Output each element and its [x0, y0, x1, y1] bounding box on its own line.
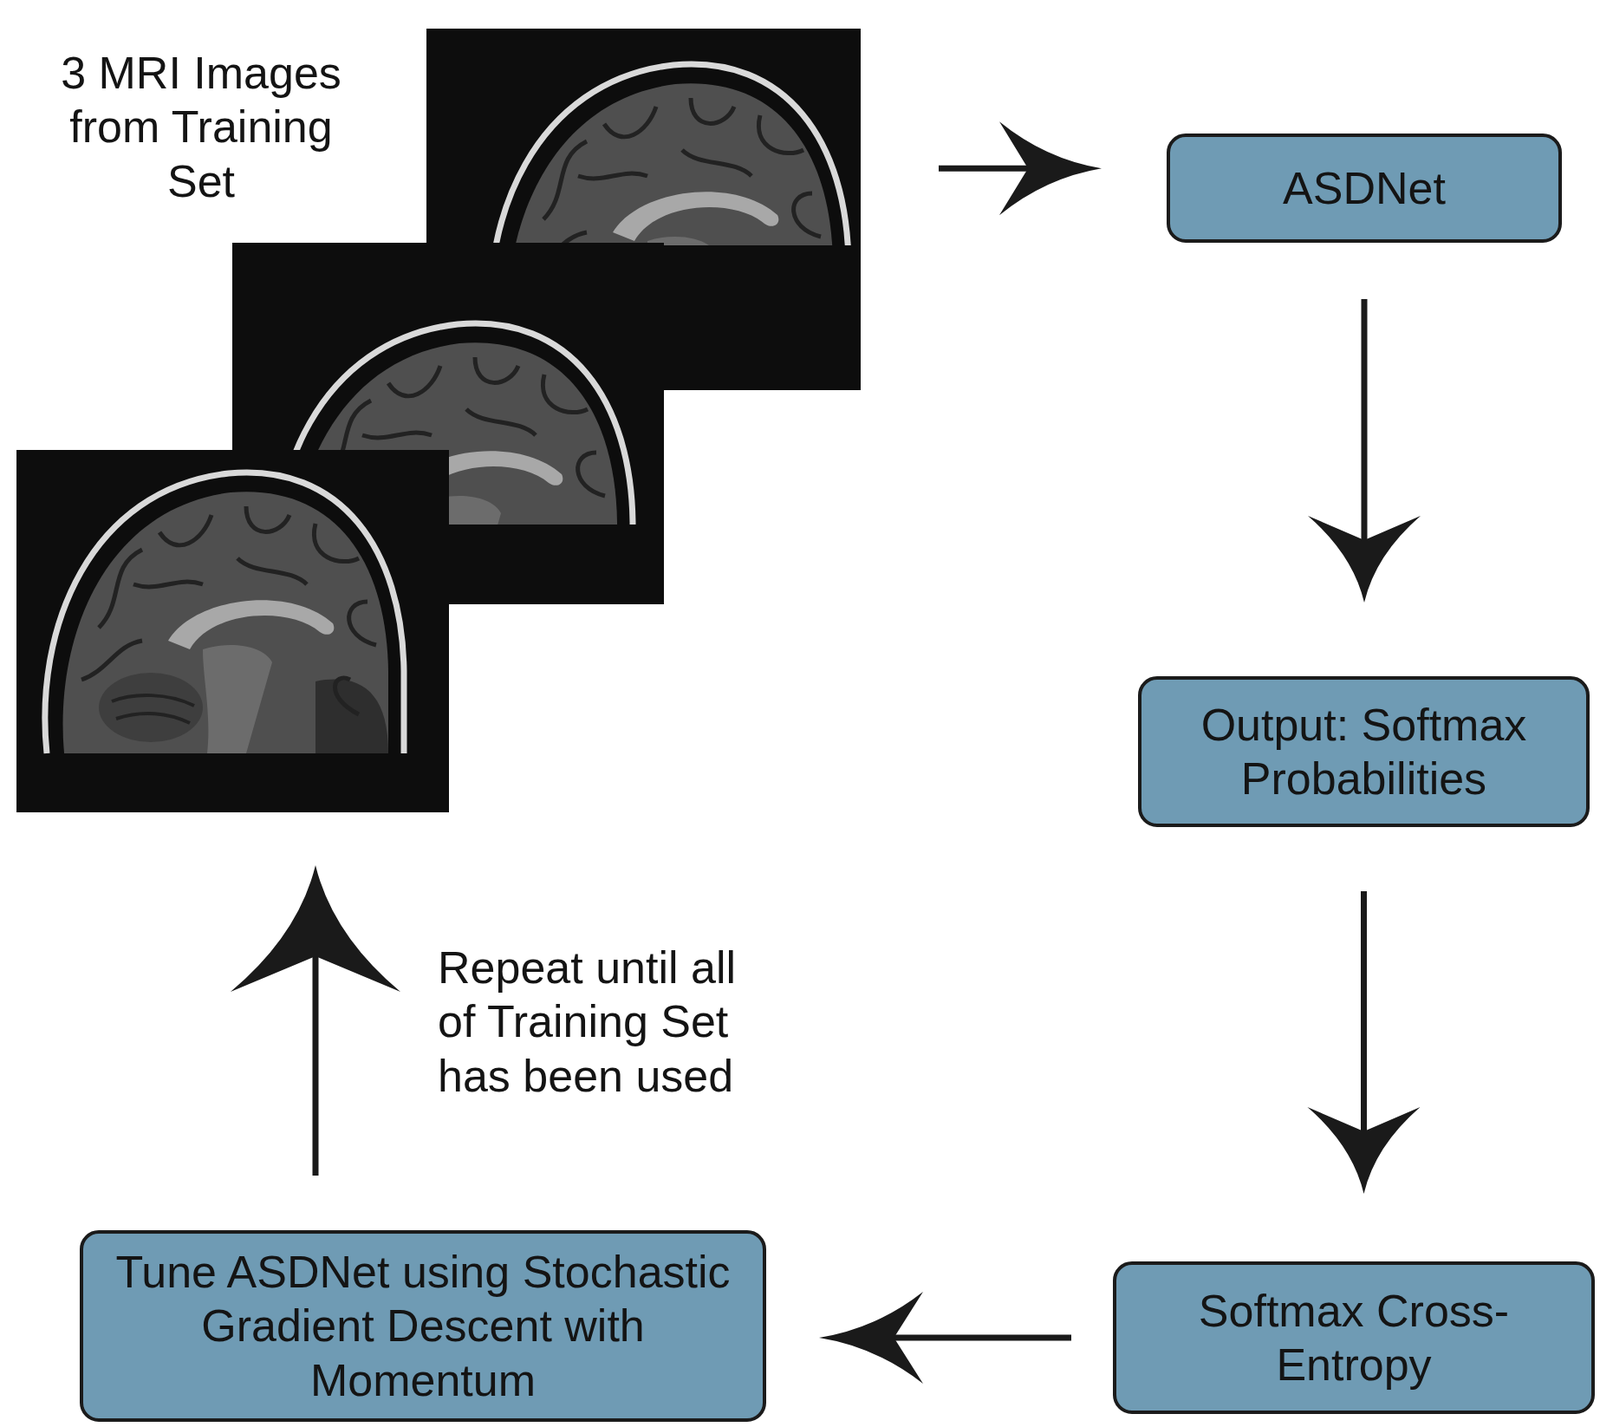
arrow-shaft	[1360, 891, 1367, 1133]
output-box: Output: Softmax Probabilities	[1138, 676, 1590, 827]
arrow-head	[819, 1291, 924, 1384]
brain-slice	[45, 472, 404, 754]
arrow-shaft	[1361, 299, 1368, 542]
box-label: Softmax Cross-Entropy	[1154, 1283, 1554, 1392]
edge-label: Repeat until all of Training Set has bee…	[437, 940, 768, 1103]
process-box: ASDNet	[1166, 133, 1562, 243]
mri-background	[16, 449, 449, 813]
optimizer-box: Tune ASDNet using Stochastic Gradient De…	[79, 1229, 767, 1422]
flow-arrow	[938, 121, 1102, 215]
flow-arrow	[1307, 891, 1421, 1194]
arrow-head	[230, 865, 401, 992]
mri-image-stack: 3 MRI Images from Training Set	[16, 28, 861, 813]
loss-box: Softmax Cross-Entropy	[1112, 1261, 1595, 1414]
flow-arrow	[1307, 299, 1421, 603]
box-label: Output: Softmax Probabilities	[1158, 697, 1569, 807]
arrow-shaft	[938, 165, 1030, 172]
flow-arrow	[230, 865, 401, 1176]
arrow-head	[999, 121, 1102, 215]
arrow-shaft	[312, 953, 319, 1176]
arrow-head	[1307, 1106, 1421, 1194]
arrow-head	[1307, 515, 1421, 603]
image-heading: 3 MRI Images from Training Set	[36, 45, 366, 209]
mri-slice	[16, 449, 449, 813]
box-label: ASDNet	[1282, 161, 1446, 215]
arrow-shaft	[891, 1334, 1072, 1341]
box-label: Tune ASDNet using Stochastic Gradient De…	[100, 1244, 746, 1407]
flow-arrow	[819, 1291, 1072, 1384]
